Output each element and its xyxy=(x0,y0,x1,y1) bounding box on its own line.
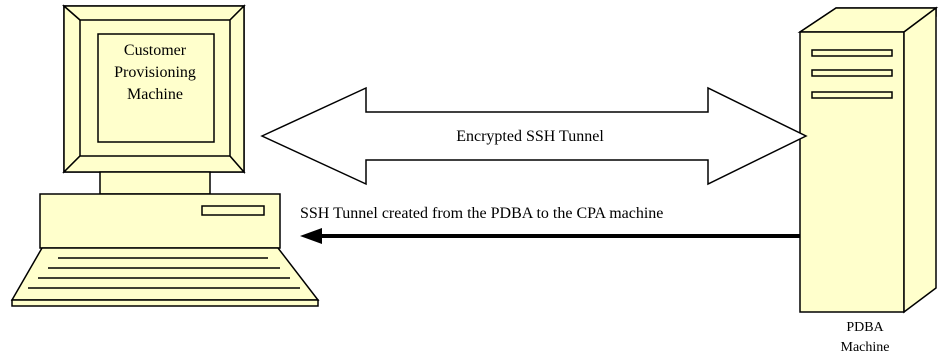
computer-base xyxy=(39,193,281,249)
server-bay-1 xyxy=(811,49,893,57)
server-bay-2 xyxy=(811,69,893,77)
server-label-line-1: PDBA xyxy=(846,320,884,335)
ssh-connection-arrowhead xyxy=(300,228,322,244)
client-label-line-2: Provisioning xyxy=(114,64,196,81)
server-bay-3 xyxy=(811,91,893,99)
server-front xyxy=(799,31,905,313)
monitor-right-bevel xyxy=(229,4,245,174)
monitor-screen xyxy=(97,33,215,143)
tunnel-label: Encrypted SSH Tunnel xyxy=(456,128,604,145)
client-label: Customer Provisioning Machine xyxy=(100,40,210,106)
server-label: PDBA Machine xyxy=(820,318,910,358)
drive-slot xyxy=(201,205,265,216)
client-label-line-3: Machine xyxy=(127,86,183,103)
client-label-line-1: Customer xyxy=(123,42,187,59)
monitor-bottom-bevel xyxy=(62,155,246,173)
pdba-server xyxy=(797,6,939,314)
keyboard xyxy=(10,247,320,301)
monitor-neck xyxy=(99,171,211,195)
server-side xyxy=(903,6,937,314)
customer-computer xyxy=(10,4,320,307)
server-label-line-2: Machine xyxy=(840,340,890,355)
encrypted-tunnel-arrow xyxy=(260,86,808,186)
connection-label: SSH Tunnel created from the PDBA to the … xyxy=(300,205,664,222)
monitor-side xyxy=(63,4,81,174)
keyboard-front-edge xyxy=(11,299,319,307)
monitor-top-bevel xyxy=(62,5,246,21)
